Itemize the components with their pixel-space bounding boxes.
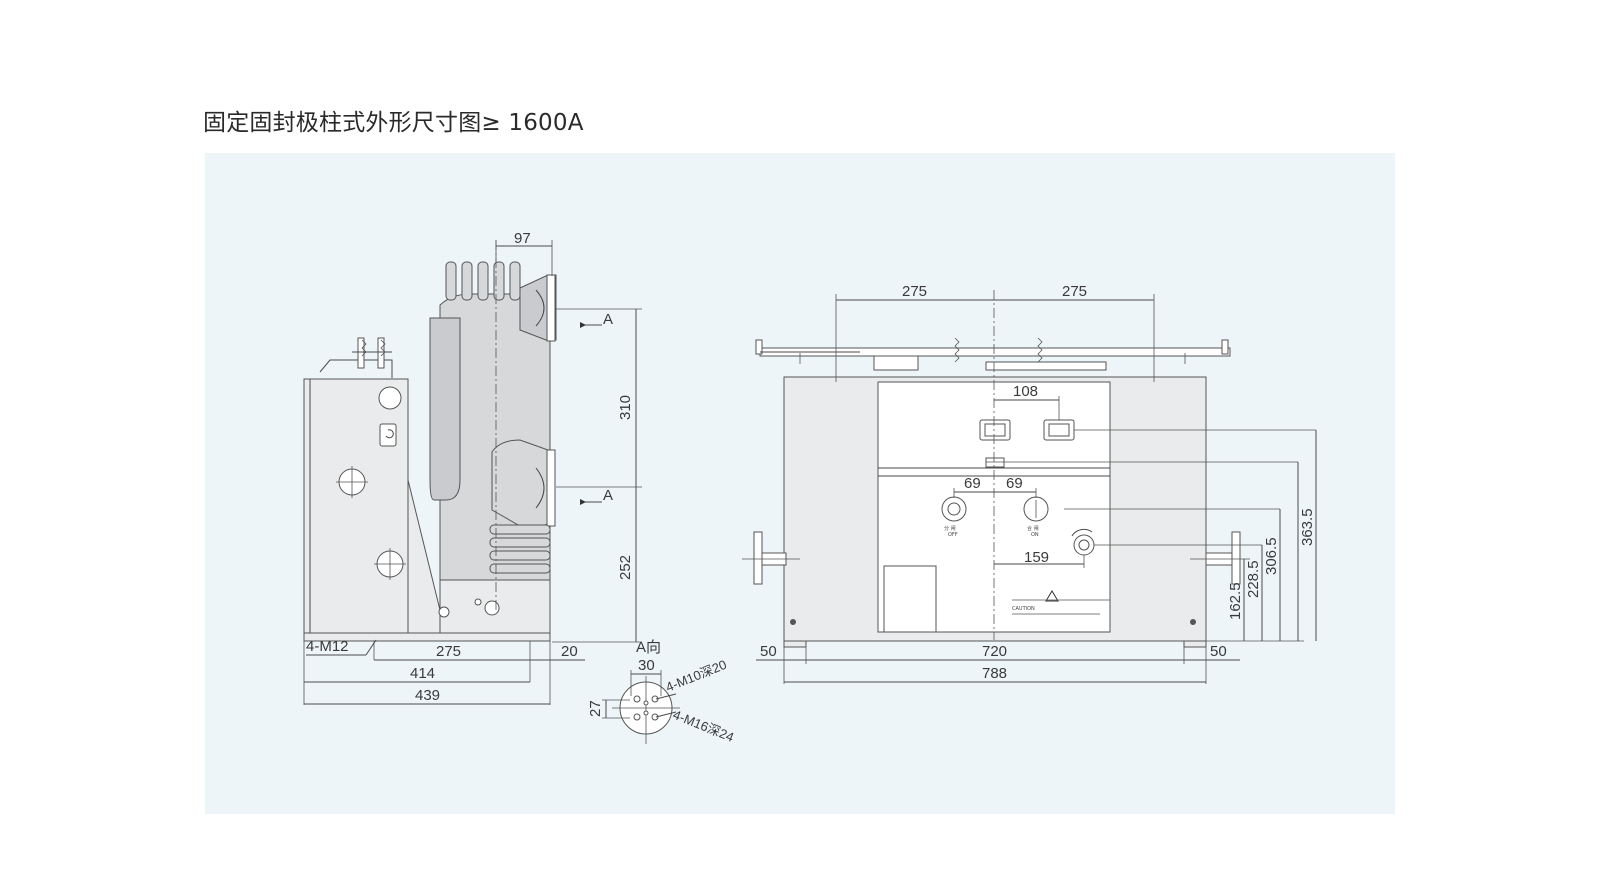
a-m16-label: 4-M16深24 bbox=[671, 707, 736, 745]
page-title: 固定固封极柱式外形尺寸图≥ 1600A bbox=[203, 110, 584, 136]
dim-788: 788 bbox=[982, 665, 1007, 682]
svg-text:合 闸: 合 闸 bbox=[1027, 525, 1039, 532]
a-dim-27: 27 bbox=[587, 700, 604, 717]
a-view: A向 30 27 4-M10深20 4-M16深24 bbox=[587, 639, 736, 745]
dim-69-right: 69 bbox=[1006, 475, 1023, 492]
dim-252: 252 bbox=[617, 555, 634, 580]
dim-162-5: 162.5 bbox=[1227, 582, 1244, 620]
side-view: 97 A A 310 252 275 20 414 439 4-M12 bbox=[303, 230, 642, 705]
dim-363-5: 363.5 bbox=[1299, 508, 1316, 546]
dim-310: 310 bbox=[617, 395, 634, 420]
dim-108: 108 bbox=[1013, 383, 1038, 400]
dim-306-5: 306.5 bbox=[1263, 537, 1280, 575]
front-view: 分 闸 OFF 合 闸 ON CAUTION 275 275 108 bbox=[742, 283, 1317, 684]
svg-text:CAUTION: CAUTION bbox=[1012, 606, 1035, 612]
dim-275-side: 275 bbox=[436, 643, 461, 660]
section-a-bottom: A bbox=[603, 487, 613, 504]
dim-50-right: 50 bbox=[1210, 643, 1227, 660]
a-dim-30: 30 bbox=[638, 657, 655, 674]
dim-414: 414 bbox=[410, 665, 435, 682]
section-a-top: A bbox=[603, 311, 613, 328]
mechanism-box bbox=[303, 378, 409, 634]
lifting-hole bbox=[378, 386, 402, 410]
dim-439: 439 bbox=[415, 687, 440, 704]
dim-97: 97 bbox=[514, 230, 531, 247]
dim-20: 20 bbox=[561, 643, 578, 660]
svg-text:ON: ON bbox=[1031, 532, 1039, 538]
dim-159: 159 bbox=[1024, 549, 1049, 566]
svg-text:分 闸: 分 闸 bbox=[944, 525, 956, 532]
a-m10-label: 4-M10深20 bbox=[664, 657, 729, 695]
dim-228-5: 228.5 bbox=[1245, 560, 1262, 598]
dim-275-right: 275 bbox=[1062, 283, 1087, 300]
svg-text:OFF: OFF bbox=[948, 532, 958, 538]
m12-label: 4-M12 bbox=[306, 638, 349, 655]
a-view-title: A向 bbox=[636, 639, 661, 656]
dim-720: 720 bbox=[982, 643, 1007, 660]
dim-275-left: 275 bbox=[902, 283, 927, 300]
dim-69-left: 69 bbox=[964, 475, 981, 492]
dim-50-left: 50 bbox=[760, 643, 777, 660]
